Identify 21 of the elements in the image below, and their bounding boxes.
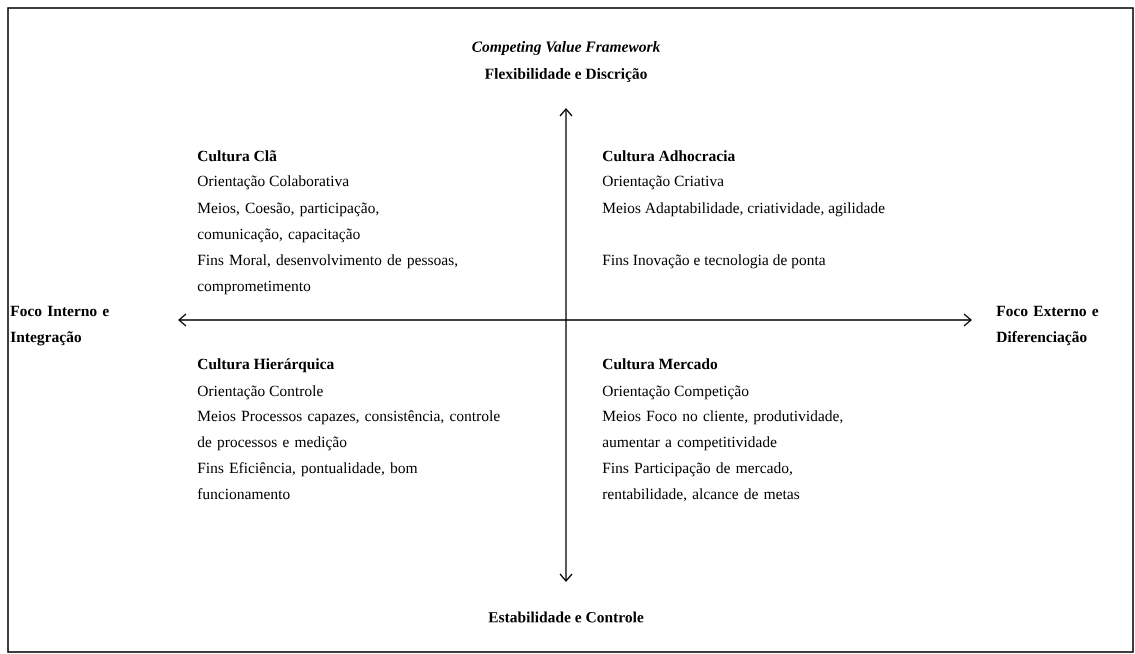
quadrant-text: Fins Participação de mercado, rentabilidade, alcance de metas [602,462,800,502]
quadrant-text: Meios Foco no cliente, produtividade, aumentar a competitividade [602,410,843,451]
quadrant-text: Fins Moral, desenvolvimento de pessoas, comprometimento [197,254,458,295]
quadrant-text: Meios Processos capazes, consistência, controle de processos e medição [197,410,500,451]
quadrant-text: Orientação Controle [197,385,323,400]
axis-label: Foco Externo e Diferenciação [996,305,1099,346]
axis-label: Flexibilidade e Discrição [484,68,647,82]
quadrant-text: Fins Inovação e tecnologia de ponta [602,254,826,269]
quadrant-heading: Cultura Mercado [602,358,718,370]
quadrant-text: Orientação Colaborativa [197,175,349,190]
quadrant-heading: Cultura Hierárquica [197,358,335,373]
quadrant-text: Orientação Criativa [602,175,724,190]
quadrant-text: Orientação Competição [602,385,749,400]
diagram-title: Competing Value Framework [472,40,661,55]
quadrant-heading: Cultura Clã [197,150,277,162]
axis-label: Foco Interno e Integração [10,305,109,346]
quadrant-text: Fins Eficiência, pontualidade, bom funcionamento [197,462,418,500]
quadrant-text: Meios, Coesão, participação, comunicação, capacitação [197,202,379,243]
axis-label: Estabilidade e Controle [488,611,644,623]
quadrant-text: Meios Adaptabilidade, criatividade, agilidade [602,202,885,217]
quadrant-heading: Cultura Adhocracia [602,150,735,162]
